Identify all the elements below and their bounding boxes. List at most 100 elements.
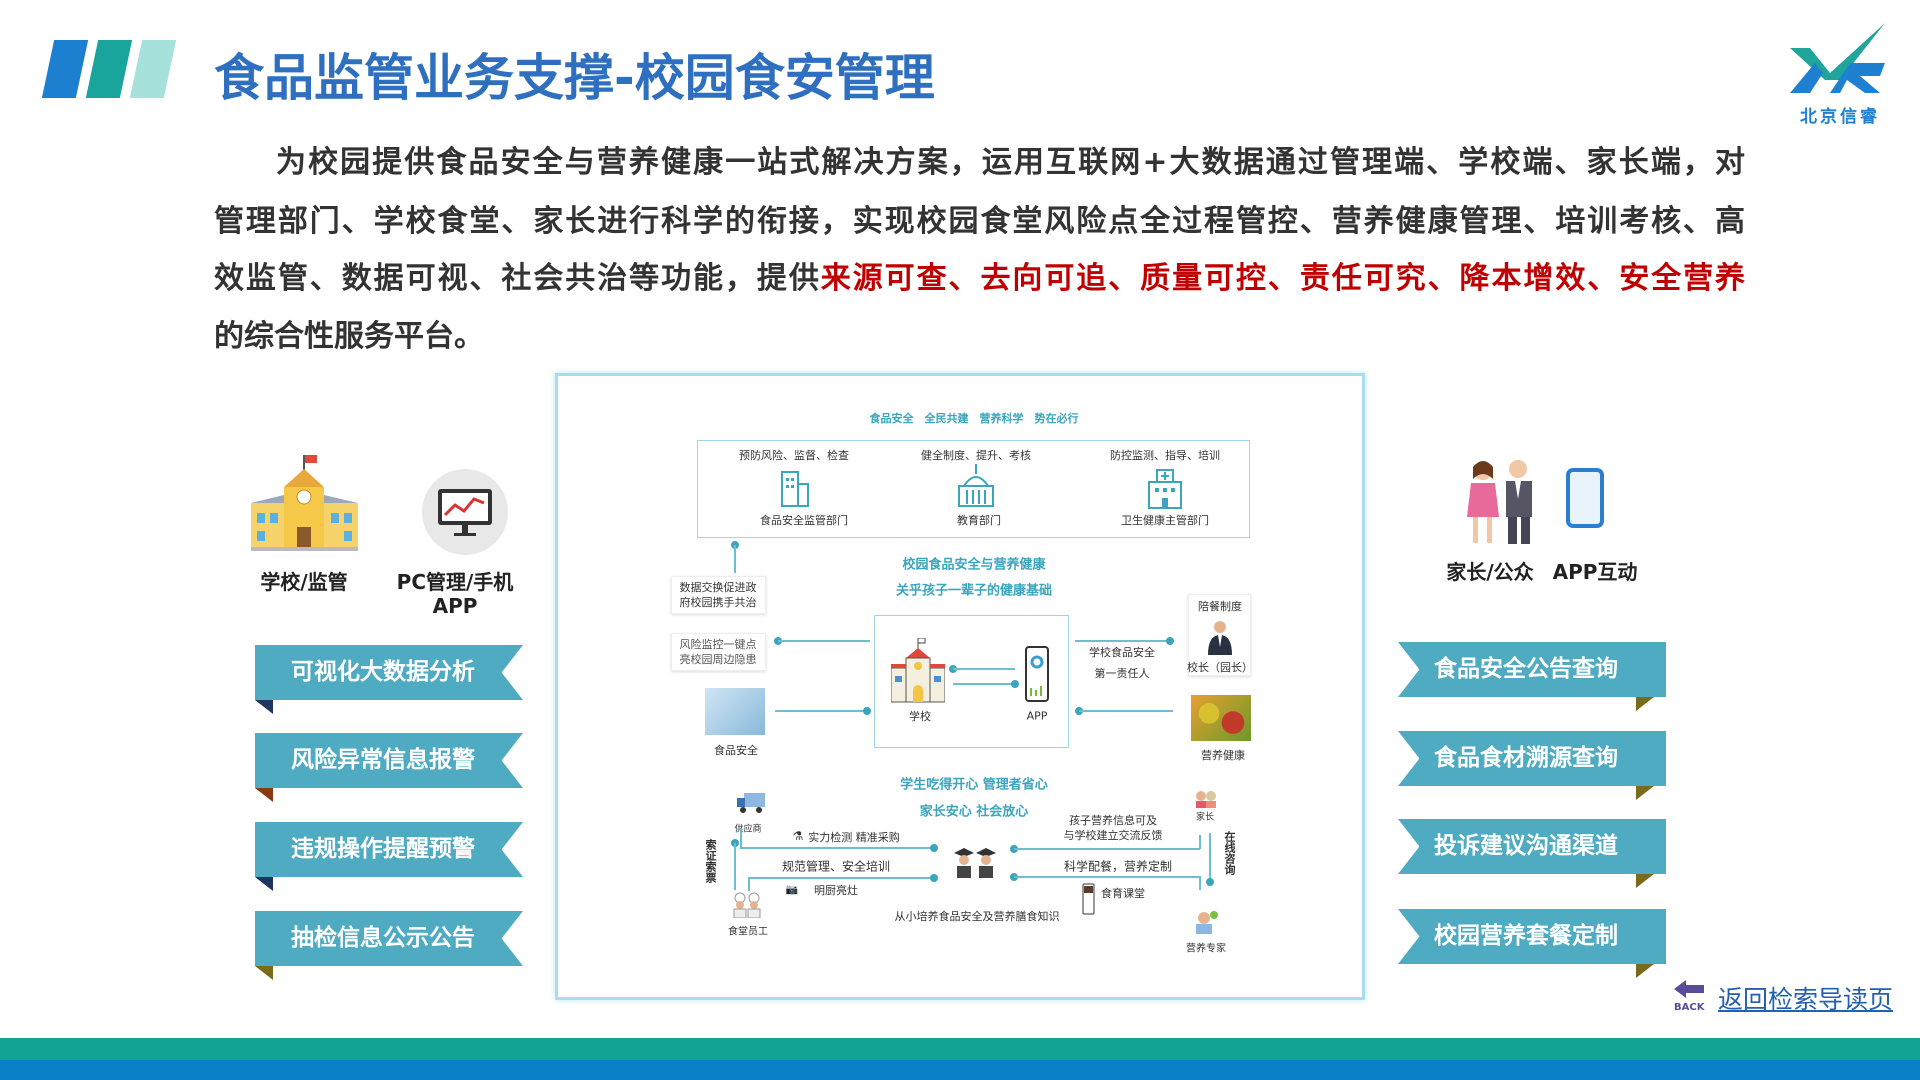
feature-ribbon-violation-warning[interactable]: 违规操作提醒预警 xyxy=(255,822,523,877)
hospital-icon xyxy=(1148,469,1182,509)
back-button[interactable]: BACK xyxy=(1674,980,1710,1014)
dept-duty: 防控监测、指导、培训 xyxy=(1110,449,1220,462)
center-title: 关乎孩子一辈子的健康基础 xyxy=(895,583,1053,599)
page-title: 食品监管业务支撑-校园食安管理 xyxy=(214,49,935,107)
phone-app-icon xyxy=(1025,646,1049,702)
food-safety-image xyxy=(705,688,765,735)
connector-line xyxy=(953,683,1015,685)
supplier-label: 供应商 xyxy=(734,824,762,835)
footer-band-teal xyxy=(0,1038,1920,1060)
knowledge-text: 从小培养食品安全及营养膳食知识 xyxy=(894,910,1060,923)
feature-ribbon-inspection-notice[interactable]: 抽检信息公示公告 xyxy=(255,911,523,966)
intro-line: 效监管、数据可视、社会共治等功能，提供来源可查、去向可追、质量可控、责任可究、降… xyxy=(214,250,1745,308)
connector-line xyxy=(778,640,870,642)
parent-label: 家长 xyxy=(1195,812,1215,823)
feature-ribbon-complaint-channel[interactable]: 投诉建议沟通渠道 xyxy=(1398,819,1666,874)
title-deco-bar xyxy=(129,40,177,98)
school-node-label: 学校 xyxy=(909,710,931,723)
intro-line: 的综合性服务平台。 xyxy=(214,319,484,354)
connector-line xyxy=(1014,848,1200,850)
camera-icon: 📷 xyxy=(785,884,799,896)
card-text: 府校园携手共治 xyxy=(679,596,757,609)
ribbon-tail xyxy=(1636,874,1654,888)
pc-app-label: PC管理/手机APP xyxy=(396,570,514,618)
title-deco-bar xyxy=(85,40,133,98)
footer-band-blue xyxy=(0,1060,1920,1080)
connector-dot xyxy=(930,844,938,852)
parent-info-text: 孩子营养信息可及 xyxy=(1069,814,1157,827)
connector-line xyxy=(740,847,934,849)
intro-line: 为校园提供食品安全与营养健康一站式解决方案，运用互联网+大数据通过管理端、学校端… xyxy=(276,145,1745,180)
ribbon-tail xyxy=(255,966,273,980)
graduates-icon xyxy=(954,848,996,878)
parent-info-text: 与学校建立交流反馈 xyxy=(1063,829,1163,842)
dept-duty: 预防风险、监督、检查 xyxy=(739,449,849,462)
connector-line xyxy=(1199,876,1201,890)
responsible-text: 学校食品安全 xyxy=(1089,646,1155,659)
risk-monitor-card xyxy=(671,633,766,671)
microscope-icon: ⚗ xyxy=(792,829,804,843)
connector-line xyxy=(740,828,742,848)
app-node-label: APP xyxy=(1026,709,1048,723)
feature-ribbon-visual-analysis[interactable]: 可视化大数据分析 xyxy=(255,645,523,700)
ribbon-tail xyxy=(1636,697,1654,711)
class-text: 食育课堂 xyxy=(1101,887,1145,900)
parents-icon xyxy=(1463,459,1541,545)
expert-label: 营养专家 xyxy=(1186,943,1226,955)
campus-food-safety-diagram: 食品安全 全民共建 营养科学 势在必行 预防风险、监督、检查 健全制度、提升、考… xyxy=(555,373,1365,1000)
connector-line xyxy=(749,877,934,879)
school-label: 学校/监管 xyxy=(260,570,348,594)
feature-ribbon-announcement-query[interactable]: 食品安全公告查询 xyxy=(1398,642,1666,697)
consult-vertical-text: 在线咨询 xyxy=(1223,831,1236,875)
connector-dot xyxy=(930,874,938,882)
title-deco-bar xyxy=(41,40,89,98)
intro-highlight: 来源可查、去向可追、质量可控、责任可究、降本增效、安全营养 xyxy=(820,261,1746,296)
education-building-icon xyxy=(958,464,994,507)
responsible-text: 第一责任人 xyxy=(1094,667,1150,680)
company-logo: 北京信睿 xyxy=(1785,18,1895,127)
card-text: 亮校园周边隐患 xyxy=(679,653,757,666)
feature-ribbon-meal-customization[interactable]: 校园营养套餐定制 xyxy=(1398,909,1666,964)
feature-ribbon-traceability-query[interactable]: 食品食材溯源查询 xyxy=(1398,731,1666,786)
connector-line xyxy=(734,843,736,890)
connector-line xyxy=(1209,833,1211,882)
connector-line xyxy=(1199,835,1201,849)
card-text: 风险监控一键点 xyxy=(679,638,757,651)
dept-duty: 健全制度、提升、考核 xyxy=(921,449,1031,462)
nutrition-expert-icon xyxy=(1196,911,1218,934)
connector-dot xyxy=(863,707,871,715)
ribbon-tail xyxy=(255,700,273,714)
connector-line xyxy=(1079,710,1173,712)
pc-monitor-icon xyxy=(422,469,508,555)
school-building-icon xyxy=(891,638,945,703)
logo-mark-icon xyxy=(1790,23,1885,93)
manage-text: 规范管理、安全培训 xyxy=(781,859,891,874)
intro-line: 管理部门、学校食堂、家长进行科学的衔接，实现校园食堂风险点全过程管控、营养健康管… xyxy=(214,204,1745,239)
center-title: 校园食品安全与营养健康 xyxy=(902,557,1046,573)
card-text: 数据交换促进政 xyxy=(679,581,757,594)
truck-icon xyxy=(737,793,765,813)
diet-text: 科学配餐，营养定制 xyxy=(1063,859,1173,874)
ribbon-tail xyxy=(255,788,273,802)
principal-person-icon xyxy=(1208,621,1232,655)
mobile-phone-icon xyxy=(1566,468,1604,528)
mid-title: 家长安心 社会放心 xyxy=(919,804,1029,820)
nutrition-label: 营养健康 xyxy=(1201,749,1245,762)
parents-label: 家长/公众 xyxy=(1446,560,1534,584)
dept-name: 食品安全监管部门 xyxy=(760,514,848,527)
diagram-slogan: 食品安全 全民共建 营养科学 势在必行 xyxy=(869,412,1079,425)
ribbon-tail xyxy=(1636,964,1654,978)
ribbon-tail xyxy=(255,877,273,891)
ribbon-tail xyxy=(1636,786,1654,800)
connector-dot xyxy=(1206,878,1214,886)
back-to-index-link[interactable]: 返回检索导读页 xyxy=(1718,985,1894,1014)
connector-line xyxy=(953,668,1015,670)
canteen-staff-icon xyxy=(733,892,761,918)
connector-dot xyxy=(1011,680,1019,688)
food-safety-label: 食品安全 xyxy=(714,744,758,757)
principal-label: 校长（园长） xyxy=(1187,661,1253,674)
feature-ribbon-risk-alarm[interactable]: 风险异常信息报警 xyxy=(255,733,523,788)
back-icon-label: BACK xyxy=(1674,1002,1705,1013)
kitchen-text: 明厨亮灶 xyxy=(814,884,858,897)
connector-line xyxy=(1014,876,1200,878)
